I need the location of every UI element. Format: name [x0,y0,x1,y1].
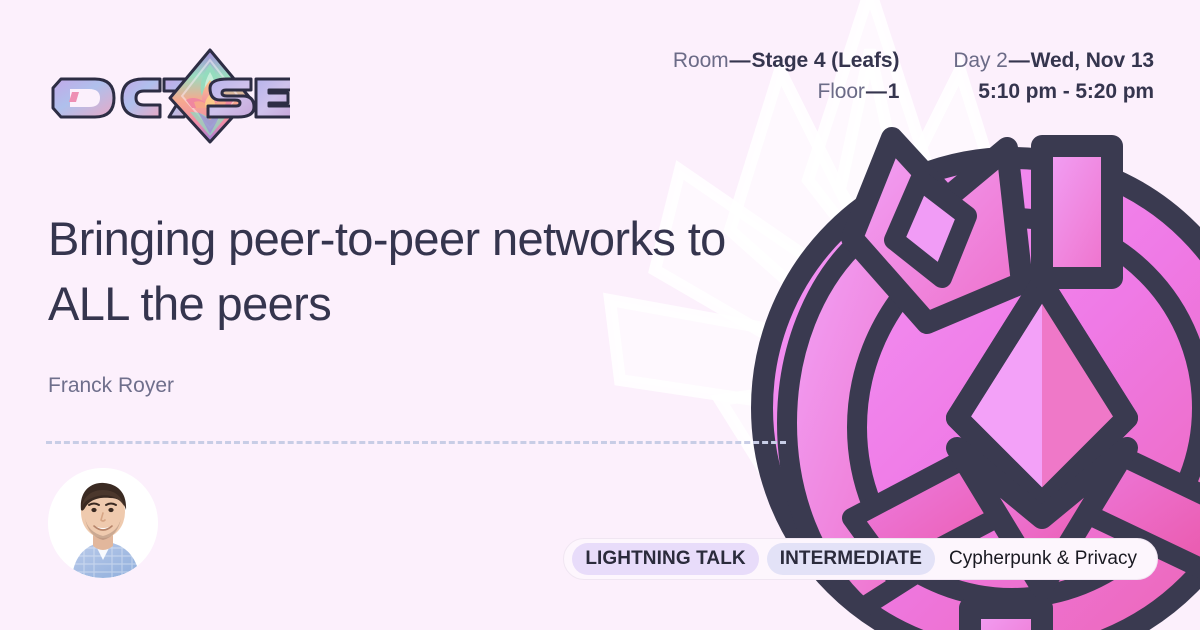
event-logo[interactable] [48,46,290,146]
tag-row: LIGHTNING TALK INTERMEDIATE Cypherpunk &… [563,538,1158,580]
floor-dash: — [865,80,887,103]
day-value: Wed, Nov 13 [1030,49,1154,72]
logo-sea-text [206,77,290,119]
floor-label: Floor [817,80,865,103]
floor-value: 1 [887,80,900,103]
speaker-avatar [48,468,158,578]
tag-format[interactable]: LIGHTNING TALK [572,543,759,575]
tag-track[interactable]: Cypherpunk & Privacy [949,548,1137,569]
session-speaker: Franck Royer [48,374,175,397]
room-dash: — [729,49,751,72]
tag-level[interactable]: INTERMEDIATE [766,543,936,575]
room-value: Stage 4 (Leafs) [751,49,900,72]
meta-schedule-column: Day 2—Wed, Nov 13 5:10 pm - 5:20 pm [953,48,1154,104]
meta-day-line: Day 2—Wed, Nov 13 [953,48,1154,73]
dashed-divider [46,441,786,444]
session-title: Bringing peer-to-peer networks to ALL th… [48,212,726,330]
avatar-photo [48,468,158,578]
day-label: Day 2 [953,49,1008,72]
day-dash: — [1008,49,1030,72]
room-label: Room [672,49,729,72]
meta-room-line: Room—Stage 4 (Leafs) [672,48,900,73]
session-meta: Room—Stage 4 (Leafs) Floor—1 Day 2—Wed, … [673,48,1154,104]
meta-floor-line: Floor—1 [817,79,899,104]
meta-time: 5:10 pm - 5:20 pm [978,80,1154,103]
meta-location-column: Room—Stage 4 (Leafs) Floor—1 [672,48,900,104]
